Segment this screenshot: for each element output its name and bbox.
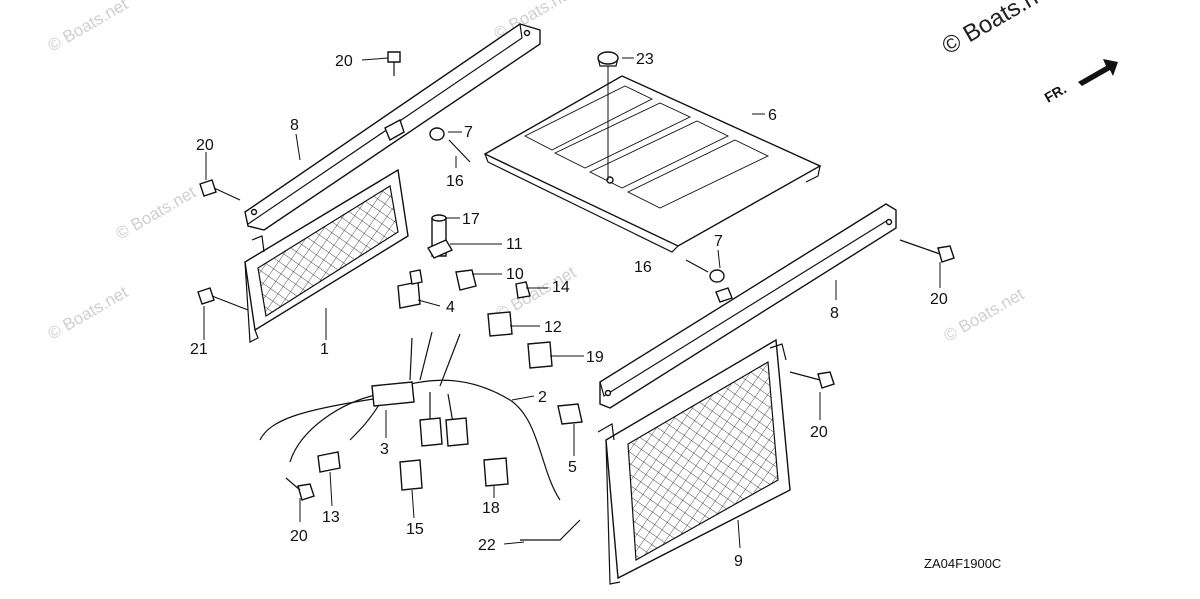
- part-holder-15: [399, 459, 423, 491]
- part-right-top-bar: [599, 203, 897, 409]
- bolt-20-bottom: [285, 477, 315, 501]
- arrow-icon: [1078, 59, 1118, 86]
- callout-7: 7: [464, 124, 473, 141]
- bolt-21: [197, 287, 249, 311]
- watermark-top-left: © Boats.net: [45, 0, 132, 55]
- callout-23: 23: [636, 51, 654, 68]
- callout-20: 20: [196, 137, 214, 154]
- part-pin-16-left: [448, 139, 471, 163]
- leader-lines: [203, 57, 941, 549]
- callout-7: 7: [714, 233, 723, 250]
- callout-5: 5: [568, 459, 577, 476]
- callout-14: 14: [552, 279, 570, 296]
- callout-19: 19: [586, 349, 604, 366]
- callout-22: 22: [478, 537, 496, 554]
- callout-6: 6: [768, 107, 777, 124]
- callout-16: 16: [634, 259, 652, 276]
- callout-13: 13: [322, 509, 340, 526]
- callout-11: 11: [506, 236, 523, 253]
- bolt-20-top: [361, 51, 401, 76]
- part-holder-12: [487, 311, 513, 337]
- callout-20: 20: [290, 528, 308, 545]
- part-left-top-bar: [244, 23, 541, 231]
- callout-16: 16: [446, 173, 464, 190]
- callout-1: 1: [320, 341, 329, 358]
- callout-9: 9: [734, 553, 743, 570]
- part-holder-19: [527, 341, 553, 369]
- part-top-plate: [483, 75, 822, 253]
- callout-15: 15: [406, 521, 424, 538]
- bolt-20-right: [789, 371, 835, 389]
- callout-21: 21: [190, 341, 208, 358]
- callout-20: 20: [930, 291, 948, 308]
- part-clip-14: [515, 281, 531, 299]
- watermark-top-right: © Boats.net: [938, 0, 1061, 60]
- bolts: [197, 51, 955, 501]
- callout-20: 20: [335, 53, 353, 70]
- part-relay-4: [397, 281, 421, 309]
- part-pin-16-right: [685, 259, 709, 273]
- callout-4: 4: [446, 299, 455, 316]
- bolt-20-left: [199, 179, 241, 201]
- part-collar-7-left: [429, 127, 445, 141]
- part-clip-11: [426, 239, 454, 259]
- callout-3: 3: [380, 441, 389, 458]
- fr-label: FR.: [1042, 80, 1070, 105]
- small-parts: [317, 127, 725, 491]
- part-collar-7-right: [709, 269, 725, 283]
- bolt-20-right-top: [899, 239, 955, 263]
- diagram-code: ZA04F1900C: [924, 556, 1001, 571]
- callout-2: 2: [538, 389, 547, 406]
- part-grommet: [597, 51, 619, 180]
- callout-18: 18: [482, 500, 500, 517]
- front-direction-arrow: FR.: [1042, 59, 1118, 106]
- watermark-left: © Boats.net: [45, 282, 132, 343]
- callout-10: 10: [506, 266, 524, 283]
- part-clamp-13: [317, 451, 341, 473]
- callout-8: 8: [290, 117, 299, 134]
- part-right-side-panel: [597, 338, 791, 585]
- callout-20: 20: [810, 424, 828, 441]
- watermark-right: © Boats.net: [941, 284, 1028, 345]
- callout-17: 17: [462, 211, 480, 228]
- callout-8: 8: [830, 305, 839, 322]
- watermark-bottom-left: © Boats.net: [113, 182, 200, 243]
- part-holder-18: [483, 457, 509, 487]
- part-clip-5: [557, 403, 583, 425]
- callout-12: 12: [544, 319, 562, 336]
- callout-labels: 20 23 8 7 6 20 16 17 7 11 16 10 14 4 12 …: [190, 51, 948, 570]
- part-wire-harness: [259, 331, 581, 541]
- part-grommet-10: [455, 269, 477, 291]
- part-left-side-panel: [244, 168, 409, 343]
